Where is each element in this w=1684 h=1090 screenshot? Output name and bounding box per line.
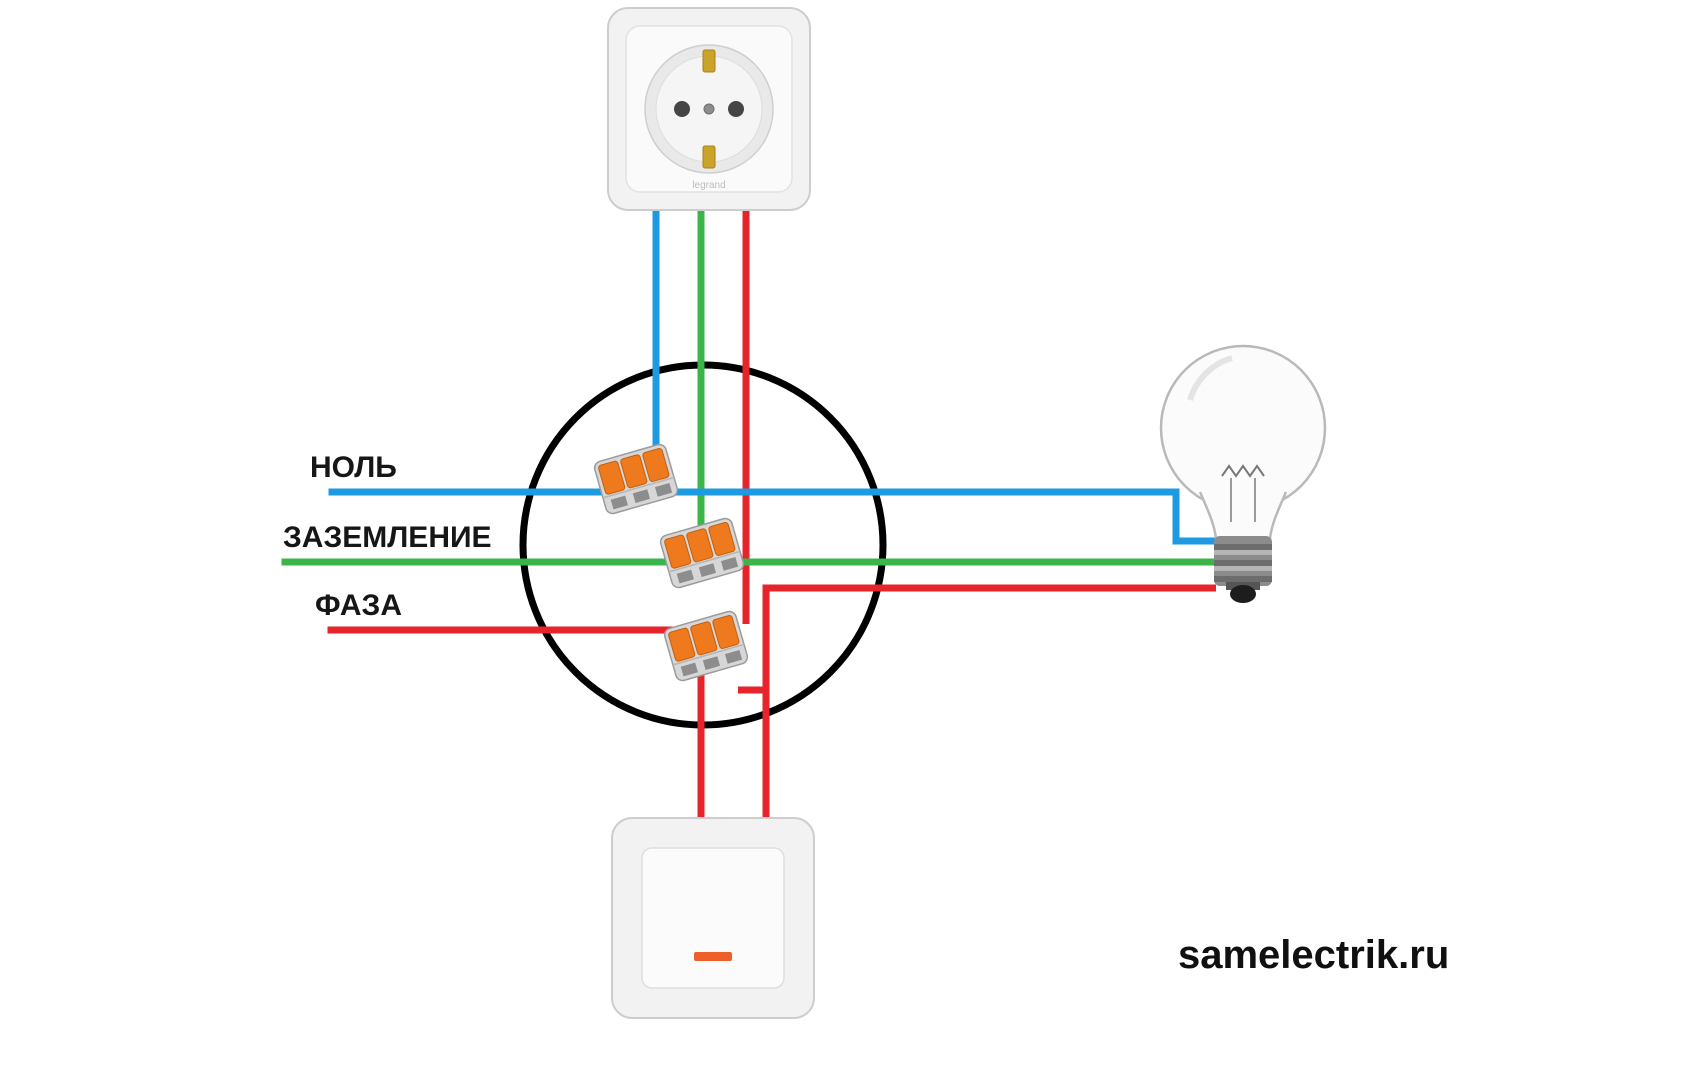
bulb-filament — [1221, 464, 1265, 478]
bulb-neck — [1198, 491, 1288, 540]
label-phase: ФАЗА — [315, 589, 402, 622]
bulb-filament-supports — [1230, 478, 1256, 522]
neutral-wire-main — [328, 488, 1220, 545]
bulb-thread-2 — [1214, 550, 1272, 555]
light-bulb — [1159, 344, 1327, 603]
ground-clip-top — [702, 49, 716, 73]
wago-connector-2 — [658, 516, 746, 590]
switch-indicator — [694, 952, 732, 961]
socket-center-screw — [703, 103, 715, 115]
bulb-thread-3 — [1214, 560, 1272, 566]
power-socket: legrand — [607, 7, 811, 211]
label-ground: ЗАЗЕМЛЕНИЕ — [283, 521, 492, 554]
socket-hole-right — [728, 101, 744, 117]
wall-switch — [611, 817, 815, 1019]
ground-clip-bottom — [702, 145, 716, 169]
bulb-glass-highlight — [1187, 355, 1233, 401]
bulb-thread-1 — [1214, 544, 1272, 550]
wago-connector-3 — [662, 609, 750, 683]
socket-hole-left — [674, 101, 690, 117]
switched-phase-wire-to-bulb — [762, 584, 1216, 822]
label-neutral: НОЛЬ — [310, 451, 397, 484]
bulb-contact-tip — [1230, 585, 1256, 603]
wago-connector-1 — [592, 442, 680, 516]
switch-rocker — [641, 847, 785, 989]
bulb-thread-5 — [1214, 576, 1272, 582]
watermark: samelectrik.ru — [1178, 933, 1449, 977]
socket-brand-label: legrand — [692, 180, 725, 191]
bulb-thread-4 — [1214, 566, 1272, 571]
bulb-glass — [1159, 344, 1327, 512]
